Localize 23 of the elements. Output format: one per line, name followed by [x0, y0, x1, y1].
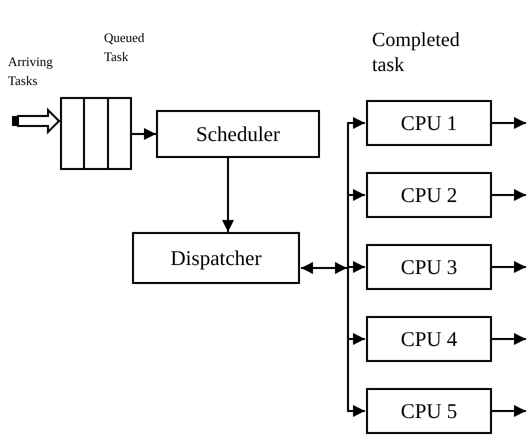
- arrow: [222, 158, 234, 232]
- process-box: CPU 3: [366, 244, 492, 290]
- arrow: [492, 189, 526, 201]
- queue-label: Queued Task: [104, 29, 146, 66]
- arrow: [347, 189, 365, 268]
- arrow: [492, 261, 526, 273]
- arrow: [492, 405, 526, 417]
- process-box: CPU 1: [366, 100, 492, 146]
- edge-label: Arriving Tasks: [8, 53, 54, 90]
- process-box: Scheduler: [156, 110, 320, 158]
- output-label: Completed task: [372, 28, 461, 78]
- process-box: CPU 4: [366, 316, 492, 362]
- arrow: [492, 117, 526, 129]
- arrow: [132, 128, 156, 140]
- queue-box: [60, 97, 132, 170]
- process-box: Dispatcher: [132, 232, 300, 284]
- process-box: CPU 2: [366, 172, 492, 218]
- process-box: CPU 5: [366, 388, 492, 434]
- arrow: [301, 262, 347, 274]
- block-arrow: [12, 108, 60, 134]
- arrow: [347, 268, 365, 417]
- arrow: [347, 261, 365, 273]
- arrow: [492, 333, 526, 345]
